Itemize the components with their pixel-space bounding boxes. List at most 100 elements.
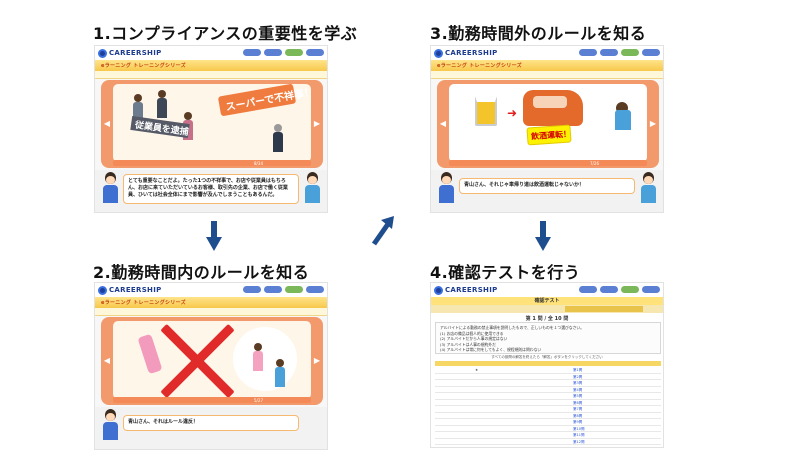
step-2-screenshot: CAREERSHIP eラーニング トレーニングシリーズ ◀ ▶ 5/27 青山… (94, 282, 328, 450)
dialog-text: とても重要なことだよ。たった1つの不祥事で、お店や従業員はもちろん、お店に来てい… (123, 174, 299, 204)
step-4-screenshot: CAREERSHIP 確認テスト 第 1 問 / 全 10 問 アルバイトによる… (430, 282, 664, 448)
person-figure (133, 94, 143, 122)
arrow-up-right-icon (371, 216, 394, 246)
question-link[interactable]: 第7問 (573, 407, 583, 411)
nav-button[interactable] (642, 286, 660, 293)
next-slide-icon[interactable]: ▶ (649, 118, 657, 128)
nav-button[interactable] (306, 49, 324, 56)
narrator-avatar (437, 172, 455, 204)
app-header: CAREERSHIP (431, 46, 663, 60)
arrow-down-icon (535, 221, 551, 251)
dialog-text: 青山さん、それはルール違反！ (123, 415, 299, 431)
table-row: ★第1問 (435, 367, 661, 374)
answer-option[interactable]: (4) アルバイトは常に何をしてもよく、規程規則は問わない (440, 347, 542, 352)
nav-button[interactable] (243, 286, 261, 293)
nav-button[interactable] (243, 49, 261, 56)
logo-text: CAREERSHIP (445, 49, 498, 57)
step-3-screenshot: CAREERSHIP eラーニング トレーニングシリーズ ◀ ➜ 飲酒運転！ ▶… (430, 45, 664, 213)
answer-option[interactable]: (1) お店の備品は個人的に使用できる (440, 330, 504, 336)
question-link[interactable]: 第10問 (573, 426, 585, 431)
nav-buttons (579, 286, 660, 293)
table-row: 第4問 (435, 387, 661, 393)
careership-logo-icon (434, 285, 443, 295)
slide-counter-strip (113, 397, 311, 403)
nav-button[interactable] (621, 286, 639, 293)
answer-option[interactable]: (2) アルバイトだから人事の規定はない (440, 336, 508, 341)
chapter-tabs (95, 308, 327, 316)
logo-text: CAREERSHIP (109, 49, 162, 57)
nav-button[interactable] (285, 49, 303, 56)
nav-buttons (579, 49, 660, 56)
next-slide-icon[interactable]: ▶ (313, 355, 321, 365)
nav-button[interactable] (600, 286, 618, 293)
table-row: 第7問 (435, 406, 661, 413)
question-count: 第 1 問 / 全 10 問 (525, 316, 569, 322)
question-link[interactable]: 第12問 (573, 439, 585, 444)
question-table: ★第1問 第2問 第3問 第4問 第5問 第6問 第7問 第8問 第9問 第10… (435, 367, 661, 445)
question-link[interactable]: 第5問 (573, 394, 583, 398)
table-row: 第5問 (435, 393, 661, 400)
course-banner: eラーニング トレーニングシリーズ (95, 297, 327, 308)
nav-button[interactable] (579, 49, 597, 56)
person-figure (157, 90, 167, 118)
question-link[interactable]: 第6問 (573, 400, 583, 405)
thought-bubble (233, 327, 297, 391)
slide-counter: 5/27 (254, 398, 263, 403)
nav-button[interactable] (264, 286, 282, 293)
slide-stage: ◀ スーパーで不祥事！ 従業員を逮捕 ▶ 8/34 (101, 80, 323, 168)
nav-button[interactable] (642, 49, 660, 56)
next-slide-icon[interactable]: ▶ (313, 118, 321, 128)
course-banner-text: eラーニング トレーニングシリーズ (101, 300, 186, 306)
trainee-avatar (639, 172, 657, 204)
step-2-title: 2.勤務時間内のルールを知る (93, 263, 310, 282)
question-link[interactable]: 第8問 (573, 413, 583, 418)
question-link[interactable]: 第1問 (573, 368, 583, 372)
person-figure (275, 359, 285, 387)
nav-button[interactable] (285, 286, 303, 293)
course-banner-text: eラーニング トレーニングシリーズ (101, 63, 186, 69)
table-row: 第9問 (435, 419, 661, 426)
answer-option[interactable]: (3) アルバイトは人事の規約外だ (440, 341, 496, 347)
arrow-down-icon (206, 221, 222, 251)
alert-text: 飲酒運転！ (530, 129, 572, 142)
question-link[interactable]: 第9問 (573, 420, 583, 424)
nav-button[interactable] (600, 49, 618, 56)
slide-counter: 7/26 (590, 161, 599, 166)
beer-mug-icon (475, 96, 497, 126)
step-1-title: 1.コンプライアンスの重要性を学ぶ (93, 24, 358, 43)
headline-text: スーパーで不祥事！ (224, 87, 311, 114)
table-row: 第11問 (435, 432, 661, 439)
careership-logo-icon (98, 48, 107, 58)
narrator-avatar (101, 172, 119, 204)
question-link[interactable]: 第4問 (573, 387, 583, 392)
app-header: CAREERSHIP (431, 283, 663, 297)
person-figure (615, 102, 631, 130)
question-link[interactable]: 第3問 (573, 381, 583, 385)
prev-slide-icon[interactable]: ◀ (103, 118, 111, 128)
car-icon (523, 90, 583, 126)
slide-stage: ◀ ➜ 飲酒運転！ ▶ 7/26 (437, 80, 659, 168)
course-banner: eラーニング トレーニングシリーズ (95, 60, 327, 71)
logo-text: CAREERSHIP (445, 286, 498, 294)
prev-slide-icon[interactable]: ◀ (439, 118, 447, 128)
dialog-text: 青山さん、それじゃ車帰り道は飲酒運転じゃないか！ (459, 178, 635, 194)
question-link[interactable]: 第2問 (573, 374, 583, 379)
alert-burst: 飲酒運転！ (526, 124, 572, 146)
nav-button[interactable] (579, 286, 597, 293)
prev-slide-icon[interactable]: ◀ (103, 355, 111, 365)
step-3-title: 3.勤務時間外のルールを知る (430, 24, 647, 43)
nav-button[interactable] (621, 49, 639, 56)
app-header: CAREERSHIP (95, 46, 327, 60)
test-header: 確認テスト (431, 297, 663, 305)
question-link[interactable]: 第11問 (573, 433, 585, 437)
answer-instructions: すべての設問の解答を終えたら「解答」ボタンをクリックしてください (491, 355, 603, 359)
test-progress-bar (431, 305, 663, 313)
step-4-title: 4.確認テストを行う (430, 263, 581, 282)
nav-button[interactable] (264, 49, 282, 56)
slide-content (113, 321, 311, 399)
logo-text: CAREERSHIP (109, 286, 162, 294)
question-text: アルバイトによる勤務の禁止事項を説明したもので、正しいものを１つ選びなさい。 (440, 325, 584, 330)
nav-button[interactable] (306, 286, 324, 293)
person-figure (253, 343, 263, 371)
arrest-text: 従業員を逮捕 (134, 120, 190, 138)
